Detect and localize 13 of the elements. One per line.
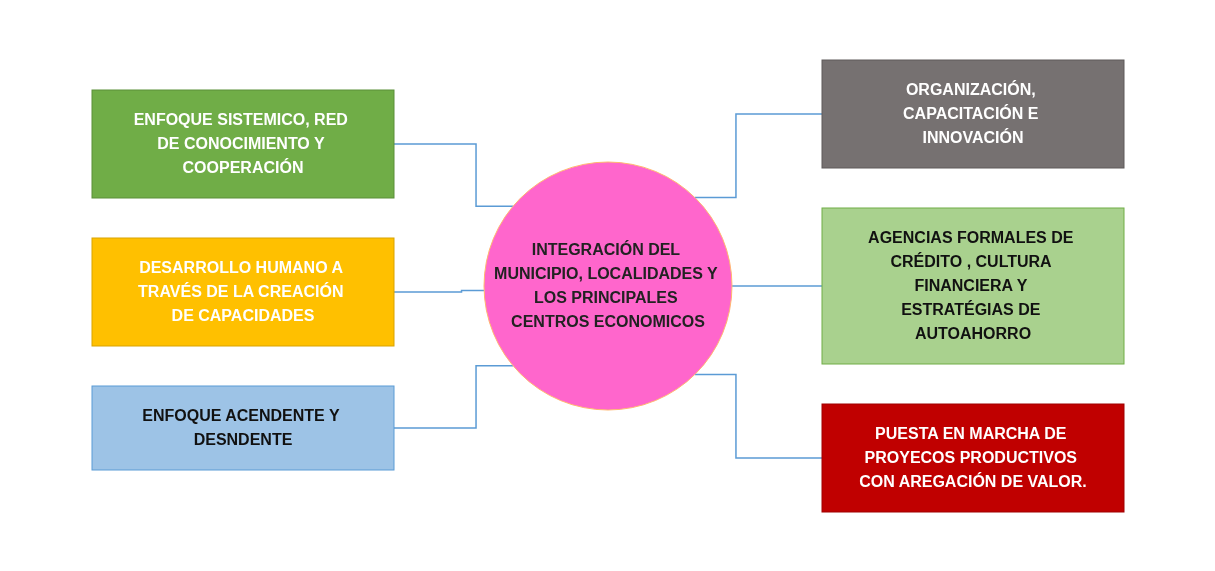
connector [693, 373, 823, 459]
node-circle: INTEGRACIÓN DEL MUNICIPIO, LOCALIDADES Y LOS PRINCIPALES CENTROS ECONOMICOS [483, 161, 732, 410]
connector [392, 142, 514, 207]
connector [693, 112, 823, 198]
node-box: ENFOQUE ACENDENTE Y DESNDENTE [91, 385, 394, 470]
node-box: ENFOQUE SISTEMICO, RED DE CONOCIMIENTO Y COOPERACIÓN [91, 89, 394, 198]
node-box: ORGANIZACIÓN, CAPACITACIÓN E INNOVACIÓN [821, 59, 1124, 168]
node-box: AGENCIAS FORMALES DE CRÉDITO , CULTURA FINANCIERA Y ESTRATÉGIAS DE AUTOAHORRO [821, 207, 1124, 364]
connector [730, 284, 823, 287]
node-box: PUESTA EN MARCHA DE PROYECOS PRODUCTIVOS CON AREGACIÓN DE VALOR. [821, 403, 1124, 512]
node-box: DESARROLLO HUMANO A TRAVÉS DE LA CREACIÓN DE CAPACIDADES [91, 237, 394, 346]
connector [392, 289, 485, 293]
connector [392, 364, 514, 429]
